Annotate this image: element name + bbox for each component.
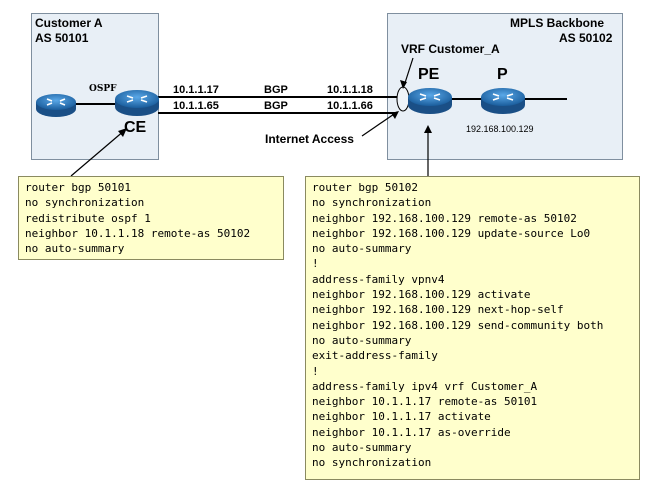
pe-label: PE [418,66,440,83]
pe-config-line: no auto-summary [312,441,412,455]
ce-config-line: neighbor 10.1.1.18 remote-as 50102 [25,226,251,240]
link-1-right-ip: 10.1.1.18 [327,84,373,96]
ce-config-arrow-head [118,128,127,137]
vrf-ellipse [396,86,410,112]
pe-config-line: router bgp 50102 [312,181,418,194]
backbone-as-label: AS 50102 [559,31,613,45]
pe-config-line: neighbor 10.1.1.17 activate [312,410,491,424]
ce-config-box: router bgp 50101 no synchronization redi… [18,176,284,260]
pe-config-line: neighbor 192.168.100.129 remote-as 50102 [312,211,577,225]
backbone-name-label: MPLS Backbone [510,16,605,30]
link-2-protocol: BGP [264,100,288,112]
p-router-ip-label: 192.168.100.129 [466,124,534,134]
pe-config-line: neighbor 192.168.100.129 send-community … [312,318,604,332]
pe-config-line: no auto-summary [312,242,412,256]
pe-config-line: neighbor 192.168.100.129 next-hop-self [312,303,564,317]
customer-a-region [31,13,159,160]
pe-router-icon[interactable] [408,88,452,114]
internet-access-label: Internet Access [265,132,354,146]
pe-config-line: neighbor 10.1.1.17 remote-as 50101 [312,395,538,409]
pe-config-line: no synchronization [312,456,432,470]
link-2-left-ip: 10.1.1.65 [173,100,219,112]
ce-label: CE [124,119,147,136]
ce-config-line: no synchronization [25,196,145,210]
internet-arrow-head [391,111,399,119]
ce-config-line: redistribute ospf 1 [25,211,151,225]
link-1-protocol: BGP [264,84,288,96]
pe-config-line: address-family ipv4 vrf Customer_A [312,379,538,393]
pe-config-line: neighbor 10.1.1.17 as-override [312,425,511,439]
pe-config-line: ! [312,257,319,271]
ce-router-icon[interactable] [115,90,159,116]
mpls-backbone-region [387,13,623,160]
pe-config-line: no synchronization [312,196,432,210]
link-1-left-ip: 10.1.1.17 [173,84,219,96]
pe-config-line: exit-address-family [312,349,438,363]
pe-config-arrow-head [424,125,432,133]
ce-config-arrow [70,129,126,177]
customer-name-label: Customer A [35,16,103,30]
pe-config-line: address-family vpnv4 [312,272,445,286]
link-2-right-ip: 10.1.1.66 [327,100,373,112]
customer-as-label: AS 50101 [35,31,89,45]
pe-config-line: neighbor 192.168.100.129 update-source L… [312,226,591,240]
internet-arrow [361,111,398,137]
pe-config-box: router bgp 50102 no synchronization neig… [305,176,640,480]
p-router-icon[interactable] [481,88,525,114]
ospf-router-icon[interactable] [36,94,76,117]
pe-config-line: neighbor 192.168.100.129 activate [312,288,531,302]
p-label: P [497,66,508,83]
ce-config-line: no auto-summary [25,242,125,256]
pe-config-line: no auto-summary [312,333,412,347]
vrf-arrow [403,57,414,87]
vrf-label: VRF Customer_A [401,42,500,56]
ospf-label: OSPF [89,84,117,94]
ce-config-line: router bgp 50101 [25,181,131,194]
vrf-arrow-head [400,80,407,89]
pe-config-line: ! [312,364,319,378]
